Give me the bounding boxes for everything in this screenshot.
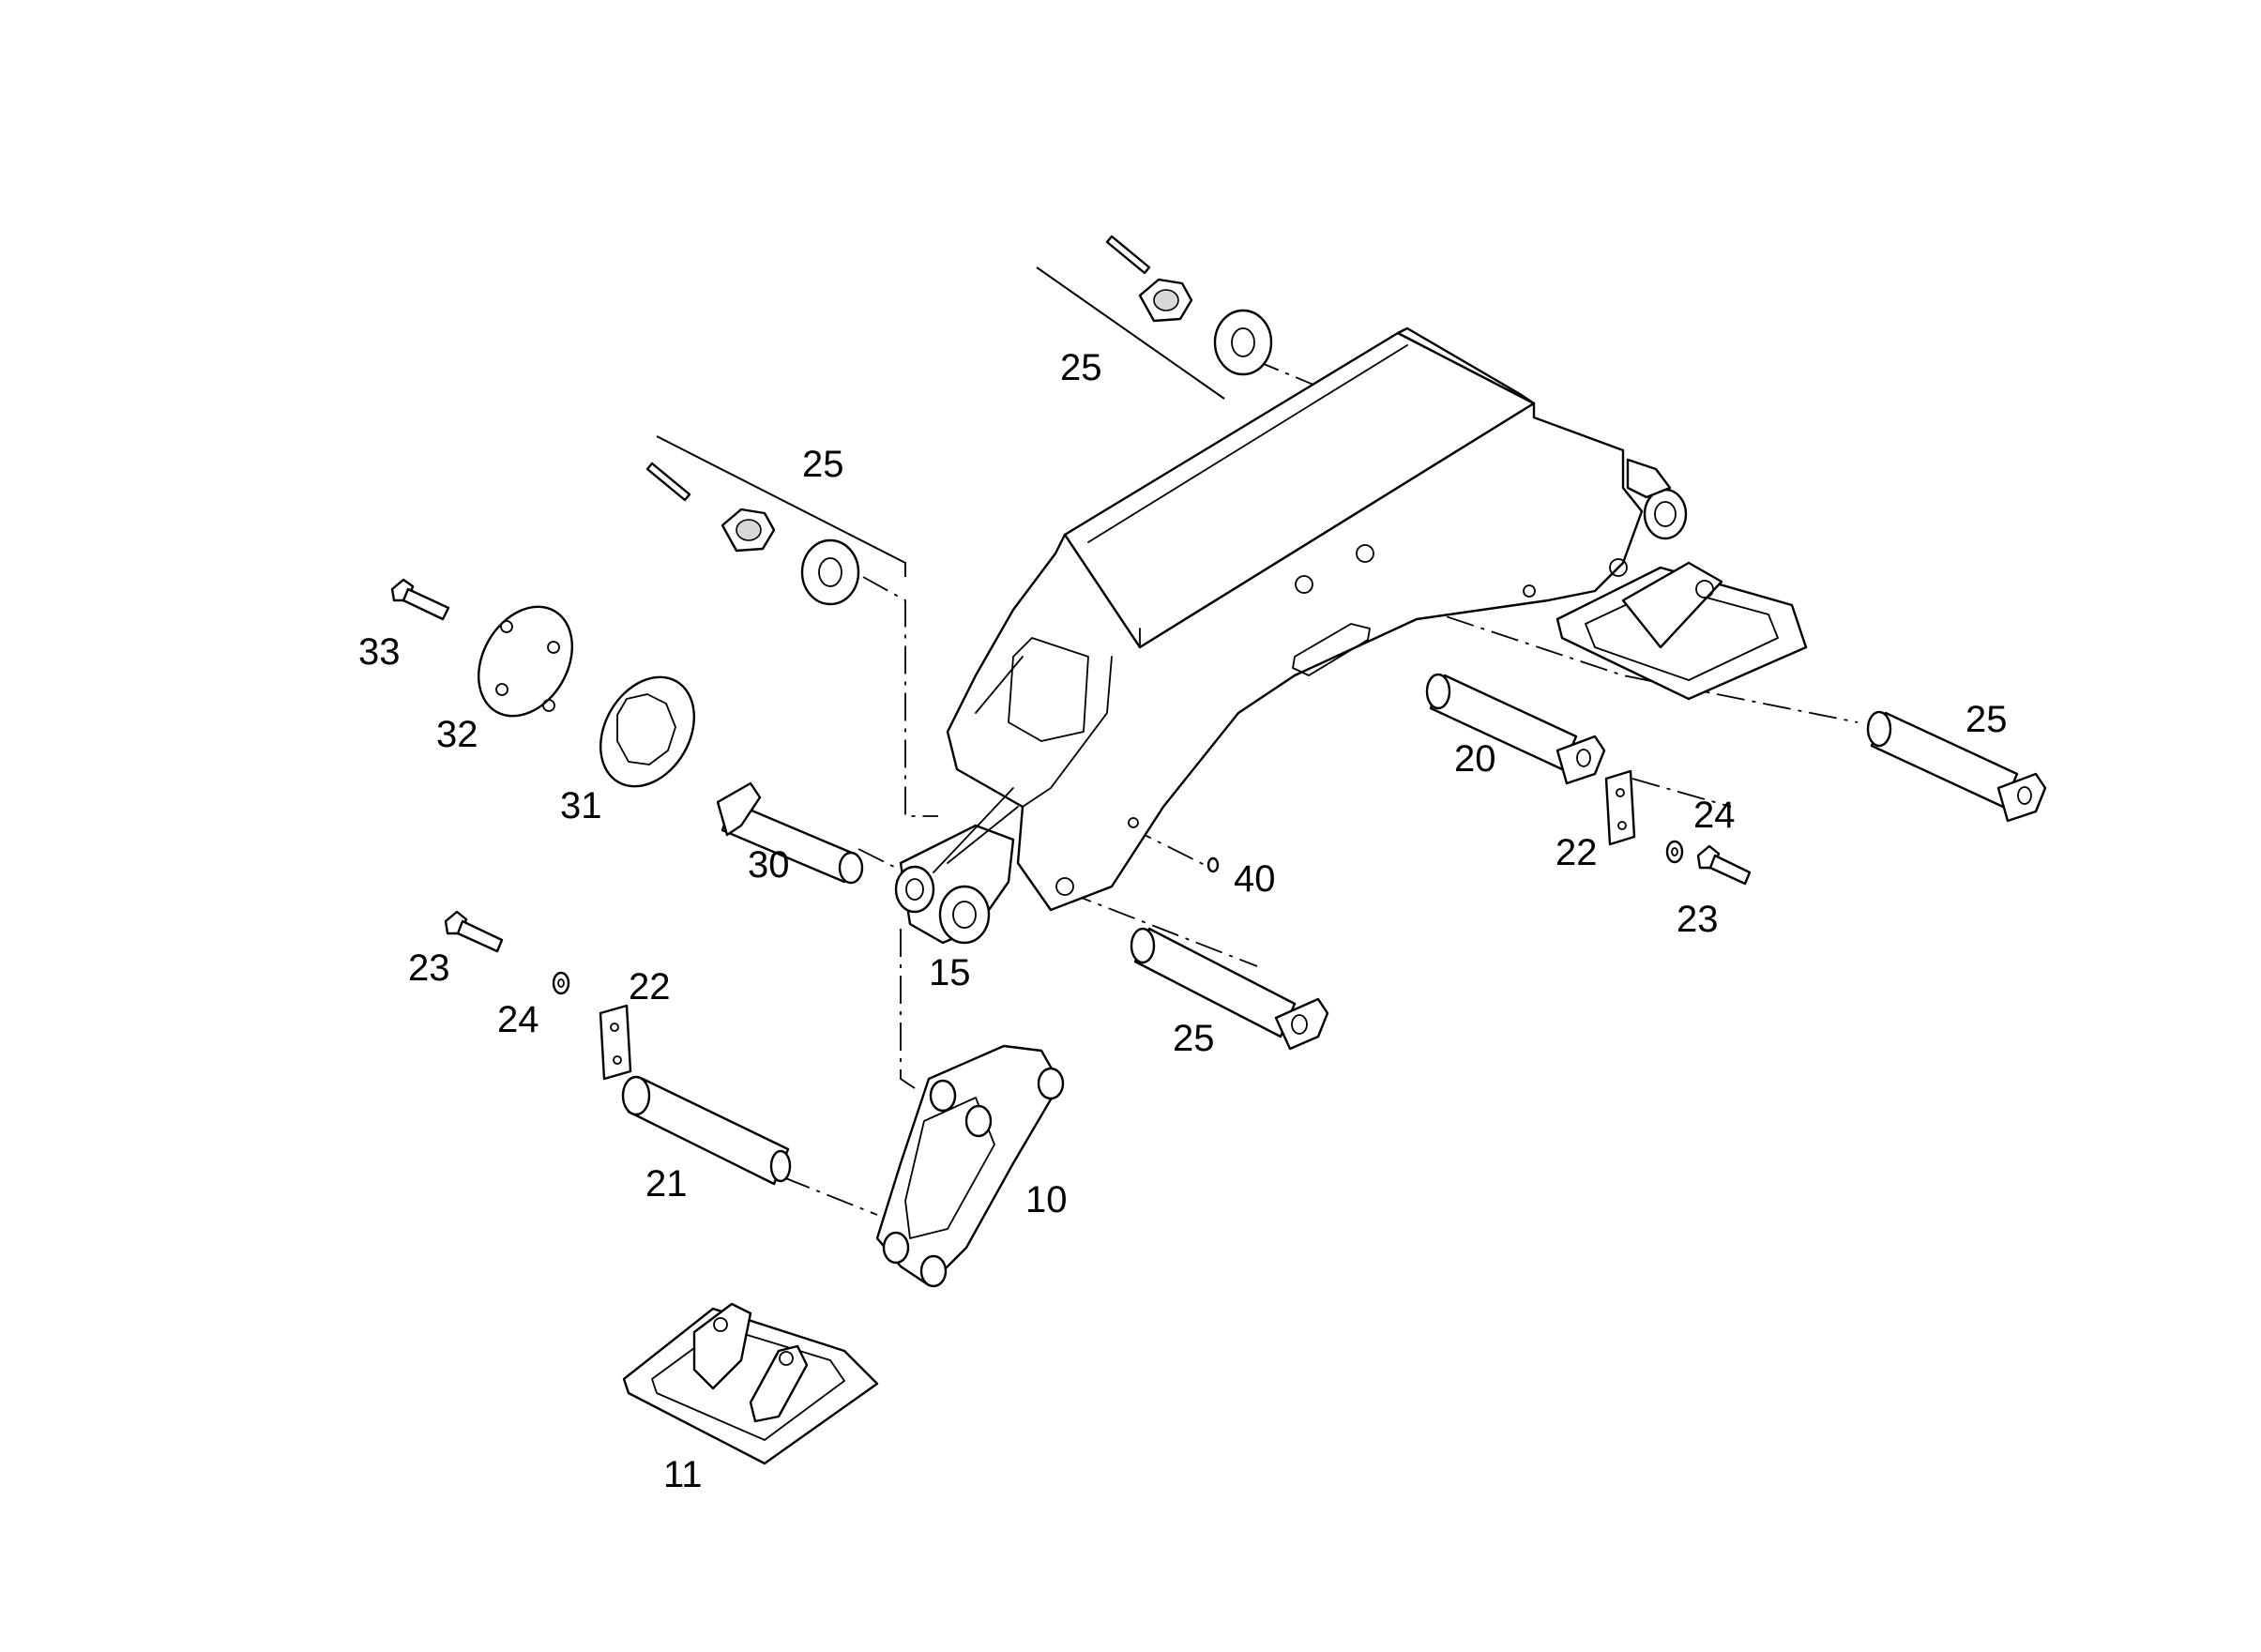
callout-24-right: 24 xyxy=(1693,795,1736,836)
pin-20 xyxy=(1425,673,1606,785)
callout-25-right: 25 xyxy=(1965,699,2008,740)
callout-10: 10 xyxy=(1025,1179,1068,1220)
base-plate-right xyxy=(1555,561,1808,701)
callout-20: 20 xyxy=(1454,738,1496,780)
retaining-disc-31 xyxy=(599,675,695,788)
callout-labels: 25 25 33 32 31 30 15 40 20 25 24 22 23 2… xyxy=(358,347,2008,1495)
base-plate-11 xyxy=(622,1302,879,1465)
callout-33: 33 xyxy=(358,631,401,673)
bolt-23-left xyxy=(444,910,504,953)
pin-25-bottom xyxy=(1130,927,1329,1051)
lock-plate-22-left xyxy=(599,1004,632,1081)
callout-15: 15 xyxy=(929,952,971,993)
callout-23-right: 23 xyxy=(1677,899,1719,940)
callout-23-left: 23 xyxy=(408,947,450,989)
split-pin xyxy=(645,462,691,502)
washer xyxy=(800,538,860,606)
callout-22-left: 22 xyxy=(629,966,671,1008)
cover-plate-32 xyxy=(478,605,573,718)
kit-bracket-left xyxy=(656,435,906,577)
kit-bracket-top xyxy=(1036,266,1225,400)
callout-24-left: 24 xyxy=(497,999,539,1040)
castle-nut xyxy=(721,508,776,553)
pin-21 xyxy=(621,1075,792,1186)
split-pin xyxy=(1105,235,1151,275)
callout-21: 21 xyxy=(645,1163,688,1205)
link-bracket-10 xyxy=(875,1044,1065,1288)
washer-24-right xyxy=(1665,840,1684,864)
callout-25-left: 25 xyxy=(802,444,844,485)
callout-11: 11 xyxy=(663,1454,703,1495)
bolt-23-right xyxy=(1696,844,1752,886)
grease-nipple-40 xyxy=(1206,856,1220,873)
pin-30 xyxy=(716,781,864,885)
kit-25-left xyxy=(645,462,860,606)
bolt-33 xyxy=(390,578,450,621)
kit-25-top xyxy=(1105,235,1273,376)
boom-frame xyxy=(946,326,1688,912)
callout-30: 30 xyxy=(748,844,790,886)
washer xyxy=(1213,309,1273,376)
lock-plate-22-right xyxy=(1604,769,1636,846)
pin-25-right xyxy=(1866,710,2047,823)
callout-25-top: 25 xyxy=(1060,347,1102,388)
callout-31: 31 xyxy=(560,785,602,826)
callout-22-right: 22 xyxy=(1555,832,1598,873)
callout-40: 40 xyxy=(1234,858,1276,900)
pivot-eye-part-15 xyxy=(894,787,1019,945)
callout-32: 32 xyxy=(436,714,478,755)
washer-24-left xyxy=(552,971,570,995)
callout-25-bottom: 25 xyxy=(1173,1018,1215,1059)
castle-nut xyxy=(1138,278,1193,323)
